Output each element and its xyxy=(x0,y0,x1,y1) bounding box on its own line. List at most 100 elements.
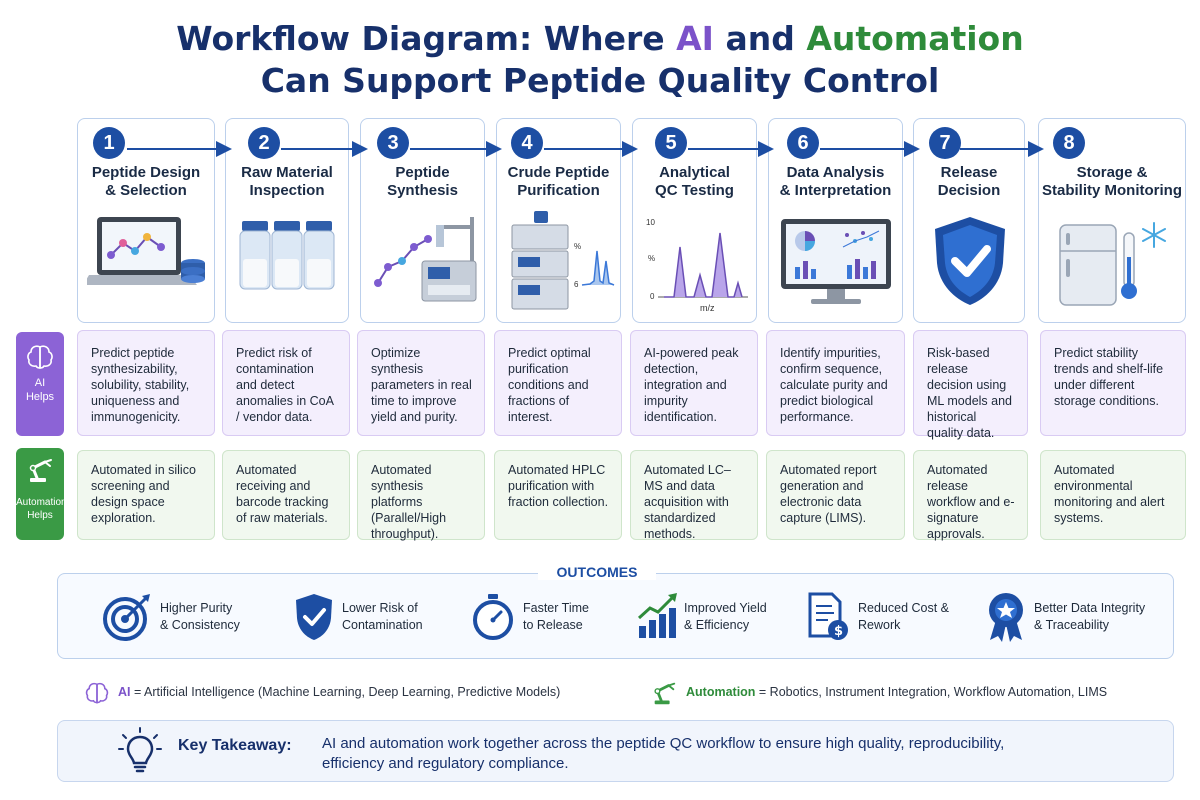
analytics-monitor-icon xyxy=(781,219,891,304)
step-title: Data Analysis & Interpretation xyxy=(779,164,892,199)
ms-y-zero-label: 0 xyxy=(650,292,655,301)
step-card-3: 3 Peptide Synthesis xyxy=(360,118,485,323)
step-card-1: 1 Peptide Design & Selection xyxy=(77,118,215,323)
step-number-badge: 8 xyxy=(1053,127,1085,159)
automation-help-cell-4: Automated HPLC purification with fractio… xyxy=(494,450,622,540)
page-title: Workflow Diagram: Where AI and Automatio… xyxy=(0,18,1200,102)
award-ribbon-icon xyxy=(989,593,1023,642)
outcome-text: Better Data Integrity & Traceability xyxy=(1034,601,1146,632)
step-number-badge: 5 xyxy=(655,127,687,159)
automation-help-cell-3: Automated synthesis platforms (Parallel/… xyxy=(357,450,485,541)
step-card-7: 7 Release Decision xyxy=(913,118,1025,323)
outcome-item-2: Lower Risk of Contamination xyxy=(290,590,460,646)
key-takeaway-heading: Key Takeaway: xyxy=(178,737,292,754)
key-takeaway-text: AI and automation work together across t… xyxy=(322,735,1005,772)
ms-y-mid-label: % xyxy=(648,254,655,263)
step-card-2: 2 Raw Material Inspection xyxy=(225,118,349,323)
automation-legend-definition: = Robotics, Instrument Integration, Work… xyxy=(755,685,1108,699)
step-number-badge: 6 xyxy=(787,127,819,159)
step-title: Release Decision xyxy=(937,164,1001,199)
shield-check-icon xyxy=(296,594,332,640)
lightbulb-icon xyxy=(118,727,162,773)
automation-legend-term: Automation xyxy=(686,685,756,699)
title-line-1: Workflow Diagram: Where AI and Automatio… xyxy=(0,18,1200,60)
outcome-text: Reduced Cost & Rework xyxy=(858,601,950,632)
step-title: Raw Material Inspection xyxy=(241,164,333,199)
ai-help-cell-7: Risk-based release decision using ML mod… xyxy=(913,330,1028,440)
step-number-badge: 1 xyxy=(93,127,125,159)
step-card-6: 6 Data Analysis & Interpretation xyxy=(768,118,903,323)
outcomes-title: OUTCOMES xyxy=(538,564,656,580)
ai-help-cell-5: AI-powered peak detection, integration a… xyxy=(630,330,758,436)
outcome-text: Faster Time to Release xyxy=(523,601,589,632)
outcome-item-4: Improved Yield & Efficiency xyxy=(634,590,804,646)
outcome-text: Improved Yield & Efficiency xyxy=(684,601,767,632)
robot-arm-icon xyxy=(29,459,52,482)
ms-x-label: m/z xyxy=(700,303,715,313)
step-title: Analytical QC Testing xyxy=(655,164,734,199)
ai-help-cell-4: Predict optimal purification conditions … xyxy=(494,330,622,436)
ai-help-cell-2: Predict risk of contamination and detect… xyxy=(222,330,350,436)
mass-spectrum-icon: 10 % 0 m/z xyxy=(646,218,748,313)
ai-help-cell-3: Optimize synthesis parameters in real ti… xyxy=(357,330,485,436)
step-number-badge: 2 xyxy=(248,127,280,159)
step-title: Storage & Stability Monitoring xyxy=(1042,164,1182,199)
outcome-text: Higher Purity & Consistency xyxy=(160,601,240,632)
purification-tick-label: 6 xyxy=(574,280,579,289)
automation-help-cell-7: Automated release workflow and e-signatu… xyxy=(913,450,1028,541)
ai-help-cell-8: Predict stability trends and shelf-life … xyxy=(1040,330,1186,436)
outcome-item-3: Faster Time to Release xyxy=(468,590,628,646)
step-title: Crude Peptide Purification xyxy=(507,164,610,199)
key-takeaway-panel xyxy=(57,720,1174,782)
laptop-molecule-icon xyxy=(87,217,205,285)
hplc-instrument-icon: % 6 xyxy=(511,211,615,310)
reagent-bottles-icon xyxy=(239,221,335,290)
robot-arm-icon xyxy=(654,682,676,704)
outcome-item-5: $ Reduced Cost & Rework xyxy=(806,590,976,646)
automation-help-cell-8: Automated environmental monitoring and a… xyxy=(1040,450,1186,540)
outcome-item-1: Higher Purity & Consistency xyxy=(100,590,270,646)
title-prefix: Workflow Diagram: Where xyxy=(176,19,677,58)
automation-legend: Automation = Robotics, Instrument Integr… xyxy=(650,677,1107,707)
title-middle: and xyxy=(713,19,807,58)
ai-legend: AI = Artificial Intelligence (Machine Le… xyxy=(84,677,560,707)
title-ai: AI xyxy=(676,19,714,58)
title-line-2: Can Support Peptide Quality Control xyxy=(260,61,940,100)
cost-document-icon: $ xyxy=(808,592,848,640)
snowflake-icon xyxy=(1142,222,1166,248)
ai-helps-text: AI Helps xyxy=(25,377,55,403)
ai-helps-label: AI Helps xyxy=(16,332,64,436)
step-card-4: 4 Crude Peptide Purification % 6 xyxy=(496,118,621,323)
ai-legend-term: AI xyxy=(118,685,131,699)
outcome-text: Lower Risk of Contamination xyxy=(342,601,423,632)
step-number-badge: 7 xyxy=(929,127,961,159)
stopwatch-icon xyxy=(473,594,513,640)
step-title: Peptide Design & Selection xyxy=(91,164,201,199)
automation-helps-label: Automation Helps xyxy=(16,448,67,540)
automation-help-cell-6: Automated report generation and electron… xyxy=(766,450,905,540)
ai-help-cell-6: Identify impurities, confirm sequence, c… xyxy=(766,330,905,436)
automation-help-cell-5: Automated LC–MS and data acquisition wit… xyxy=(630,450,758,541)
ai-legend-definition: = Artificial Intelligence (Machine Learn… xyxy=(130,685,561,699)
step-number-badge: 4 xyxy=(511,127,543,159)
svg-text:$: $ xyxy=(834,624,843,639)
ms-y-top-label: 10 xyxy=(646,218,655,227)
shield-check-icon xyxy=(935,217,1005,305)
brain-icon xyxy=(85,682,109,704)
step-card-8: 8 Storage & Stability Monitoring xyxy=(1038,118,1186,323)
automation-help-cell-2: Automated receiving and barcode tracking… xyxy=(222,450,350,540)
target-icon xyxy=(103,594,150,641)
fridge-thermometer-icon xyxy=(1059,222,1166,306)
ai-help-cell-1: Predict peptide synthesizability, solubi… xyxy=(77,330,215,436)
outcome-item-6: Better Data Integrity & Traceability xyxy=(984,590,1164,646)
growth-chart-icon xyxy=(637,593,677,638)
purification-axis-label: % xyxy=(574,242,581,251)
step-title: Peptide Synthesis xyxy=(387,164,458,199)
step-card-5: 5 Analytical QC Testing 10 % 0 m/z xyxy=(632,118,757,323)
brain-icon xyxy=(27,345,53,369)
synthesizer-icon xyxy=(374,217,477,302)
automation-helps-text: Automation Helps xyxy=(16,497,67,521)
step-number-badge: 3 xyxy=(377,127,409,159)
automation-help-cell-1: Automated in silico screening and design… xyxy=(77,450,215,540)
title-automation: Automation xyxy=(806,19,1024,58)
